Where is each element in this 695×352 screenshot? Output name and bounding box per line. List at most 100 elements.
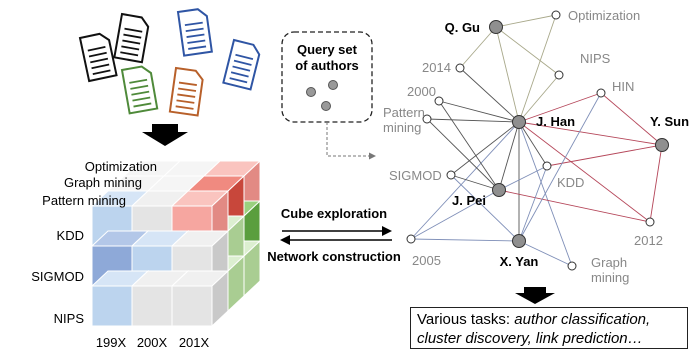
author-node [489, 20, 503, 34]
cube-row-label: KDD [57, 228, 84, 243]
document-icon [78, 32, 118, 83]
author-node [512, 234, 526, 248]
connector-arrowhead-icon [369, 152, 376, 160]
attribute-node [542, 161, 552, 171]
network-edge [518, 121, 548, 167]
network-edge [438, 100, 500, 191]
cube-depth-label: Optimization [85, 159, 157, 174]
attribute-node [434, 96, 444, 106]
network-edge [498, 165, 548, 191]
author-label: J. Pei [452, 193, 486, 208]
cube-exploration-label: Cube exploration [281, 206, 387, 221]
cube-cell [170, 269, 230, 328]
author-node [492, 183, 506, 197]
network-edge [498, 189, 651, 223]
network-edge [518, 74, 560, 123]
attribute-label: 2005 [412, 253, 441, 268]
network-edge [459, 26, 497, 69]
network-edge [518, 165, 548, 242]
cube-row-label: NIPS [54, 311, 85, 326]
author-label: X. Yan [500, 254, 539, 269]
attribute-label: 2012 [634, 233, 663, 248]
network-edge [495, 14, 557, 28]
network-edge [518, 92, 602, 242]
network-edge [410, 121, 520, 240]
network-edge [518, 121, 663, 146]
cube-col-label: 200X [137, 335, 168, 350]
document-icon [176, 8, 213, 57]
query-author-dot [321, 101, 331, 111]
cube-depth-label: Pattern mining [42, 193, 126, 208]
attribute-label: HIN [612, 79, 634, 94]
attribute-label: SIGMOD [389, 168, 442, 183]
attribute-node [422, 114, 432, 124]
attribute-node [567, 261, 577, 271]
author-node [655, 138, 669, 152]
tasks-line2: cluster discovery, link prediction… [417, 330, 643, 347]
cube-depth-label: Graph mining [64, 175, 142, 190]
attribute-label: NIPS [580, 51, 611, 66]
cube-col-label: 199X [96, 335, 127, 350]
document-icons [78, 8, 261, 117]
network-edge [649, 144, 663, 223]
attribute-node [554, 70, 564, 80]
query-connector [326, 122, 370, 157]
author-label: J. Han [536, 114, 575, 129]
tasks-line1: author classification, [514, 311, 651, 328]
query-box-title-line2: of authors [295, 58, 359, 73]
attribute-node [406, 234, 416, 244]
attribute-label: 2000 [407, 84, 436, 99]
left-arrowhead-icon [280, 235, 290, 245]
network-edge [459, 67, 520, 123]
network-edge [495, 26, 560, 76]
network-construction-label: Network construction [267, 249, 401, 264]
document-icon [222, 38, 261, 91]
network-edge [426, 118, 520, 123]
network-edge [450, 121, 520, 176]
attribute-label: 2014 [422, 60, 451, 75]
author-label: Q. Gu [445, 20, 480, 35]
network-graph: 2000 2005 2012 2014 Q. Gu J. Han Y. Sun J. PeiX… [383, 8, 689, 285]
cube-col-label: 201X [179, 335, 210, 350]
network-edge [450, 174, 520, 242]
right-arrowhead-icon [382, 226, 392, 236]
network-edge [518, 240, 573, 267]
data-cube [90, 159, 262, 328]
tasks-box: Various tasks: author classification, cl… [410, 307, 688, 349]
query-set-box: Query set of authors [281, 31, 373, 123]
document-icon [113, 12, 150, 64]
network-edge [450, 174, 500, 191]
network-edge [438, 100, 520, 123]
author-label: Y. Sun [650, 114, 689, 129]
network-edge [518, 121, 651, 223]
attribute-label: Optimization [568, 8, 640, 23]
tasks-prefix: Various tasks: [417, 311, 515, 328]
query-author-dot [306, 87, 316, 97]
down-arrow-icon [142, 124, 188, 146]
down-arrow-icon [515, 287, 555, 304]
network-edge [498, 121, 520, 191]
network-edge [518, 92, 602, 123]
attribute-node [455, 63, 465, 73]
network-edge [410, 189, 500, 240]
attribute-label: KDD [557, 175, 584, 190]
attribute-node [645, 217, 655, 227]
author-node [512, 115, 526, 129]
query-author-dot [328, 80, 338, 90]
document-icon [168, 66, 204, 117]
network-edge [600, 92, 663, 146]
document-icon [120, 65, 159, 115]
attribute-node [551, 10, 561, 20]
network-edge [518, 14, 557, 123]
attribute-node [446, 170, 456, 180]
network-edge [546, 144, 663, 167]
network-edge [426, 118, 500, 191]
cube-row-label: SIGMOD [31, 269, 84, 284]
query-box-title-line1: Query set [297, 42, 358, 57]
network-edge [495, 26, 520, 123]
attribute-node [596, 88, 606, 98]
network-edge [410, 238, 520, 242]
